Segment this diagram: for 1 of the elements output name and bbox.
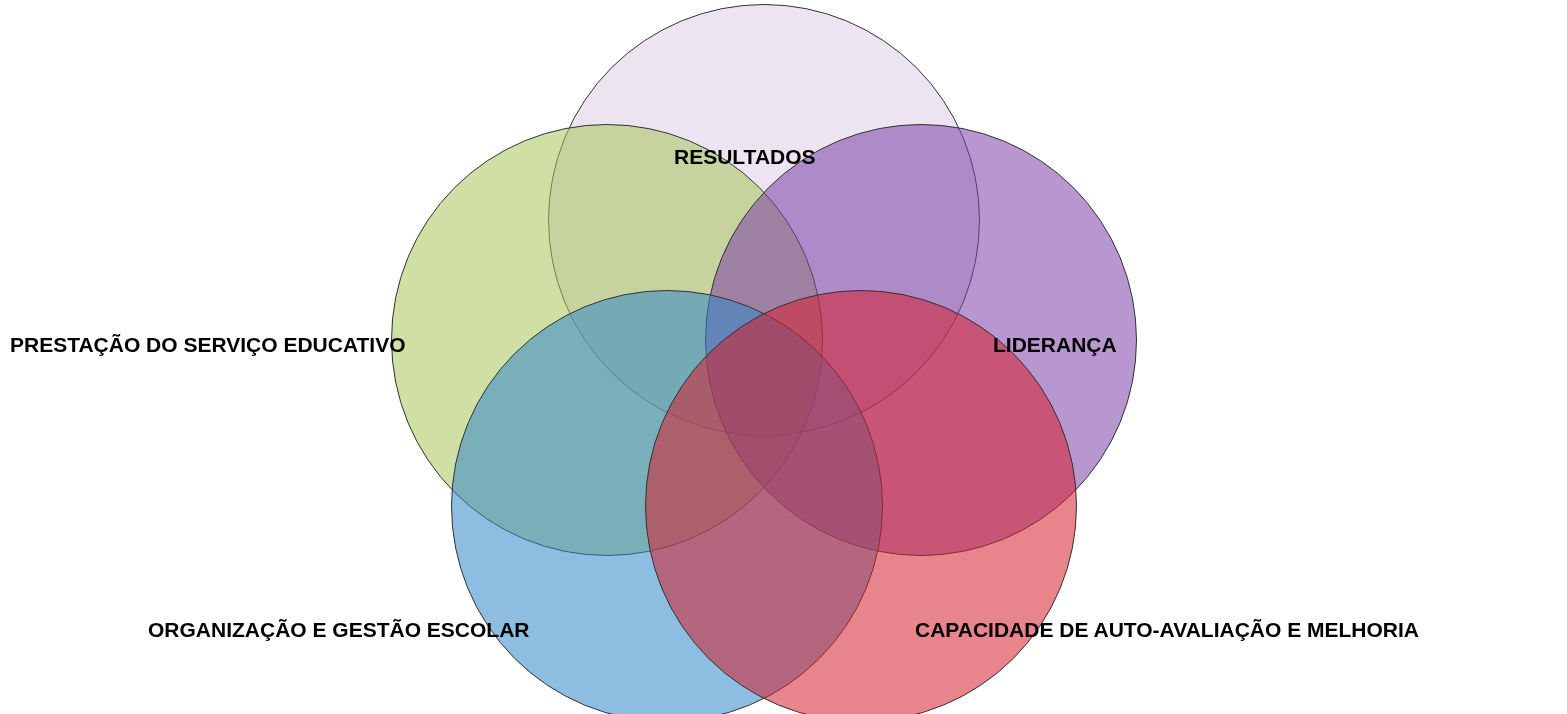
circle-label: CAPACIDADE DE AUTO-AVALIAÇÃO E MELHORIA [915,618,1419,642]
